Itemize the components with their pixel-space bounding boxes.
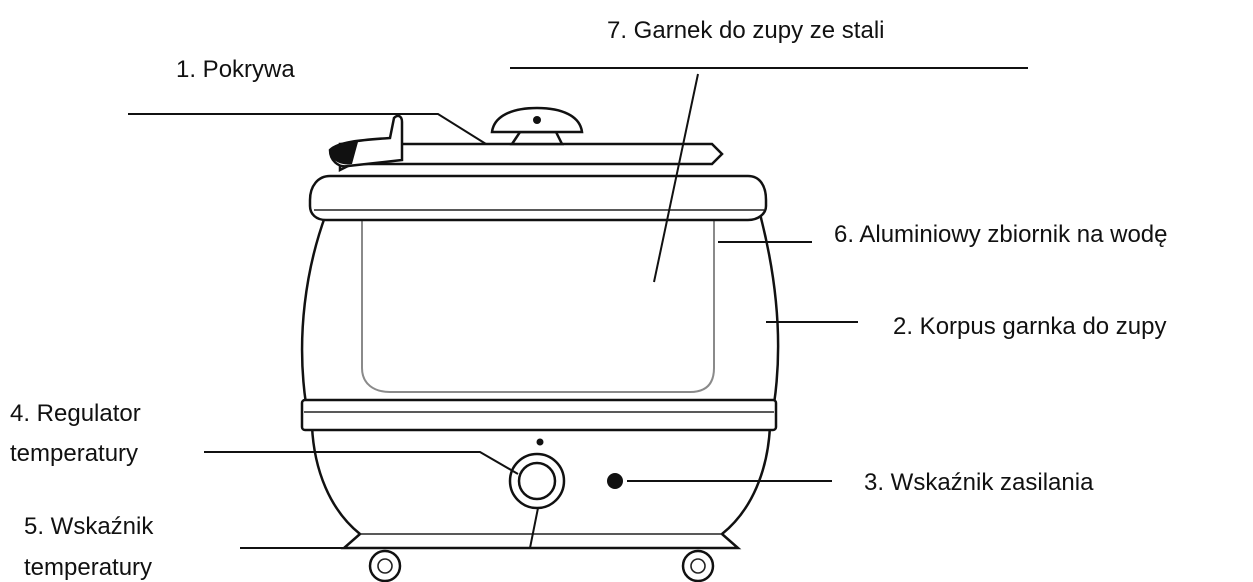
label-regulator-line1: 4. Regulator (10, 400, 141, 427)
power-indicator-light (607, 473, 623, 489)
leader-lines (128, 67, 1028, 549)
label-lid: 1. Pokrywa (176, 56, 295, 83)
lid-knob (490, 106, 584, 146)
kettle-rim (308, 174, 768, 222)
kettle-body (300, 212, 780, 406)
inner-steel-pot-outline (361, 210, 715, 393)
soup-kettle-drawing (300, 106, 780, 582)
label-regulator-line2: temperatury (10, 440, 138, 467)
lid-plate (338, 142, 724, 173)
label-temp-indicator-line2: temperatury (24, 554, 152, 581)
label-temp-indicator-line1: 5. Wskaźnik (24, 513, 154, 540)
label-body: 2. Korpus garnka do zupy (893, 313, 1167, 340)
label-steel-pot: 7. Garnek do zupy ze stali (607, 17, 884, 44)
labels: 7. Garnek do zupy ze stali 1. Pokrywa 6.… (10, 17, 1168, 581)
kettle-feet (368, 549, 715, 582)
label-power-indicator: 3. Wskaźnik zasilania (864, 469, 1094, 496)
label-water-tank: 6. Aluminiowy zbiornik na wodę (834, 221, 1168, 248)
kettle-middle-band (300, 398, 778, 432)
lid-handle-grip (330, 142, 358, 165)
